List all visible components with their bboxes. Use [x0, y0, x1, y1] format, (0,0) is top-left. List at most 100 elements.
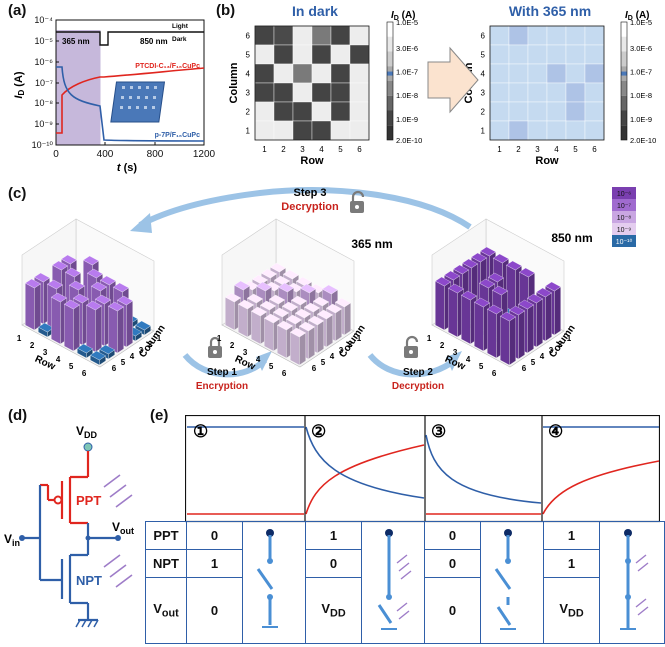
- col-tick: 1: [357, 334, 362, 343]
- bar3d-top: [300, 283, 316, 294]
- bar3d-side: [117, 306, 124, 354]
- row-tick: 2: [30, 341, 35, 350]
- ytick: 10⁻⁷: [35, 78, 53, 88]
- bar3d-face: [461, 294, 471, 345]
- bar3d-top: [256, 281, 272, 292]
- col-tick: 4: [540, 352, 545, 361]
- bar3d-top: [51, 292, 67, 303]
- heatmap-cell: [508, 120, 529, 141]
- heatmap-cell: [311, 63, 332, 84]
- heatmap-cell: [273, 44, 294, 65]
- bar3d-face: [251, 310, 261, 345]
- uv-band: [56, 30, 101, 145]
- cbar-swatch: [621, 22, 627, 37]
- wl-365: 365 nm: [351, 237, 392, 251]
- cbar-tick: 1.0E-9: [396, 115, 418, 124]
- bar3d-top: [251, 306, 267, 317]
- heatmap-cell: [489, 120, 510, 141]
- bar3d-top: [225, 292, 241, 303]
- heatmap-cell: [489, 82, 510, 103]
- bar3d-top: [100, 275, 116, 286]
- heatmap-cell: [292, 82, 313, 103]
- panel-c-legend: 10⁻⁶10⁻⁷10⁻⁸10⁻⁹10⁻¹⁰: [612, 187, 636, 247]
- colorbar-left: 1.0E-53.0E-61.0E-71.0E-81.0E-92.0E-10ID …: [386, 10, 422, 145]
- heatmap-cell: [273, 25, 294, 46]
- bar3d-top: [299, 321, 315, 332]
- heatmap-cell: [330, 63, 351, 84]
- step1-arc: [182, 353, 268, 378]
- bar3d-top: [317, 309, 333, 320]
- col-tick: 5: [246, 51, 251, 60]
- bar3d-face: [238, 303, 248, 338]
- row-tick: 6: [492, 369, 497, 378]
- bar3d-face: [64, 303, 74, 352]
- cell: 0: [424, 521, 481, 550]
- wl-850: 850 nm: [551, 231, 592, 245]
- col-tick: 2: [148, 340, 153, 349]
- legend-label: 10⁻¹⁰: [616, 238, 633, 246]
- heatmap-cell: [584, 44, 605, 65]
- switch-4-icon: [599, 521, 665, 644]
- bar3d-side: [34, 283, 41, 331]
- s3-blue: [425, 434, 542, 504]
- ytick: 10⁻¹⁰: [32, 140, 54, 150]
- heatmap-cell: [508, 82, 529, 103]
- row-tick: 5: [573, 145, 578, 154]
- heatmap-cell: [527, 44, 548, 65]
- bar3d-top: [286, 314, 302, 325]
- arrow-right-icon: [427, 46, 479, 114]
- col-tick: 1: [567, 334, 572, 343]
- bar3d-face: [25, 282, 35, 331]
- legend-blue: p-7P/F₁₆CuPc: [155, 132, 200, 139]
- col-tick: 4: [330, 352, 335, 361]
- bar3d-top: [117, 295, 133, 306]
- title-dark: In dark: [292, 3, 338, 19]
- bar3d-top: [500, 311, 516, 322]
- bar3d-top: [252, 274, 268, 285]
- bar3d-face: [225, 296, 235, 331]
- col-tick: 6: [481, 32, 486, 41]
- cbar-swatch: [621, 95, 627, 111]
- bar3d-face: [86, 304, 96, 353]
- row-label-npt: NPT: [145, 549, 187, 578]
- bar3d-top: [273, 307, 289, 318]
- heatmap-cell: [254, 25, 275, 46]
- bar3d-top: [474, 297, 490, 308]
- step1-label: Step 1: [207, 367, 237, 378]
- heatmap-cell: [489, 101, 510, 122]
- heatmap-cell: [565, 120, 586, 141]
- row-tick: 2: [230, 341, 235, 350]
- light-dark-trace: [56, 31, 204, 46]
- col-tick: 3: [246, 89, 251, 98]
- cbar-tick: 1.0E-9: [630, 115, 652, 124]
- bar3d-face: [448, 287, 458, 338]
- bar3d-top: [444, 270, 460, 281]
- heatmap-cell: [527, 101, 548, 122]
- bar3d-side: [527, 304, 534, 354]
- bar3d-face: [108, 305, 118, 354]
- bar3d-top: [269, 294, 285, 305]
- col-tick: 2: [348, 340, 353, 349]
- heatmap-cell: [273, 82, 294, 103]
- cbar-tick: 1.0E-7: [396, 68, 418, 77]
- col-tick: 5: [531, 358, 536, 367]
- heatmap-cell: [546, 63, 567, 84]
- step3-decryption: Decryption: [281, 201, 339, 213]
- cbar-tick: 1.0E-5: [396, 18, 418, 27]
- vdd-terminal: [83, 442, 93, 452]
- step3-label: Step 3: [293, 187, 326, 199]
- cbar-swatch: [387, 110, 393, 126]
- bar3d-side: [545, 292, 552, 342]
- heatmap-cell: [311, 82, 332, 103]
- cbar-tick: 2.0E-10: [630, 136, 656, 145]
- row-tick: 2: [281, 145, 286, 154]
- inverter-circuit: VDD Vin Vout PPT NPT: [4, 424, 134, 628]
- heatmap-cell: [330, 44, 351, 65]
- cell: 0: [186, 577, 243, 644]
- bar3d-top: [492, 285, 508, 296]
- heatmap-cell: [584, 82, 605, 103]
- col-tick: 1: [157, 334, 162, 343]
- bar3d-face: [487, 308, 497, 359]
- cell: 1: [305, 521, 362, 550]
